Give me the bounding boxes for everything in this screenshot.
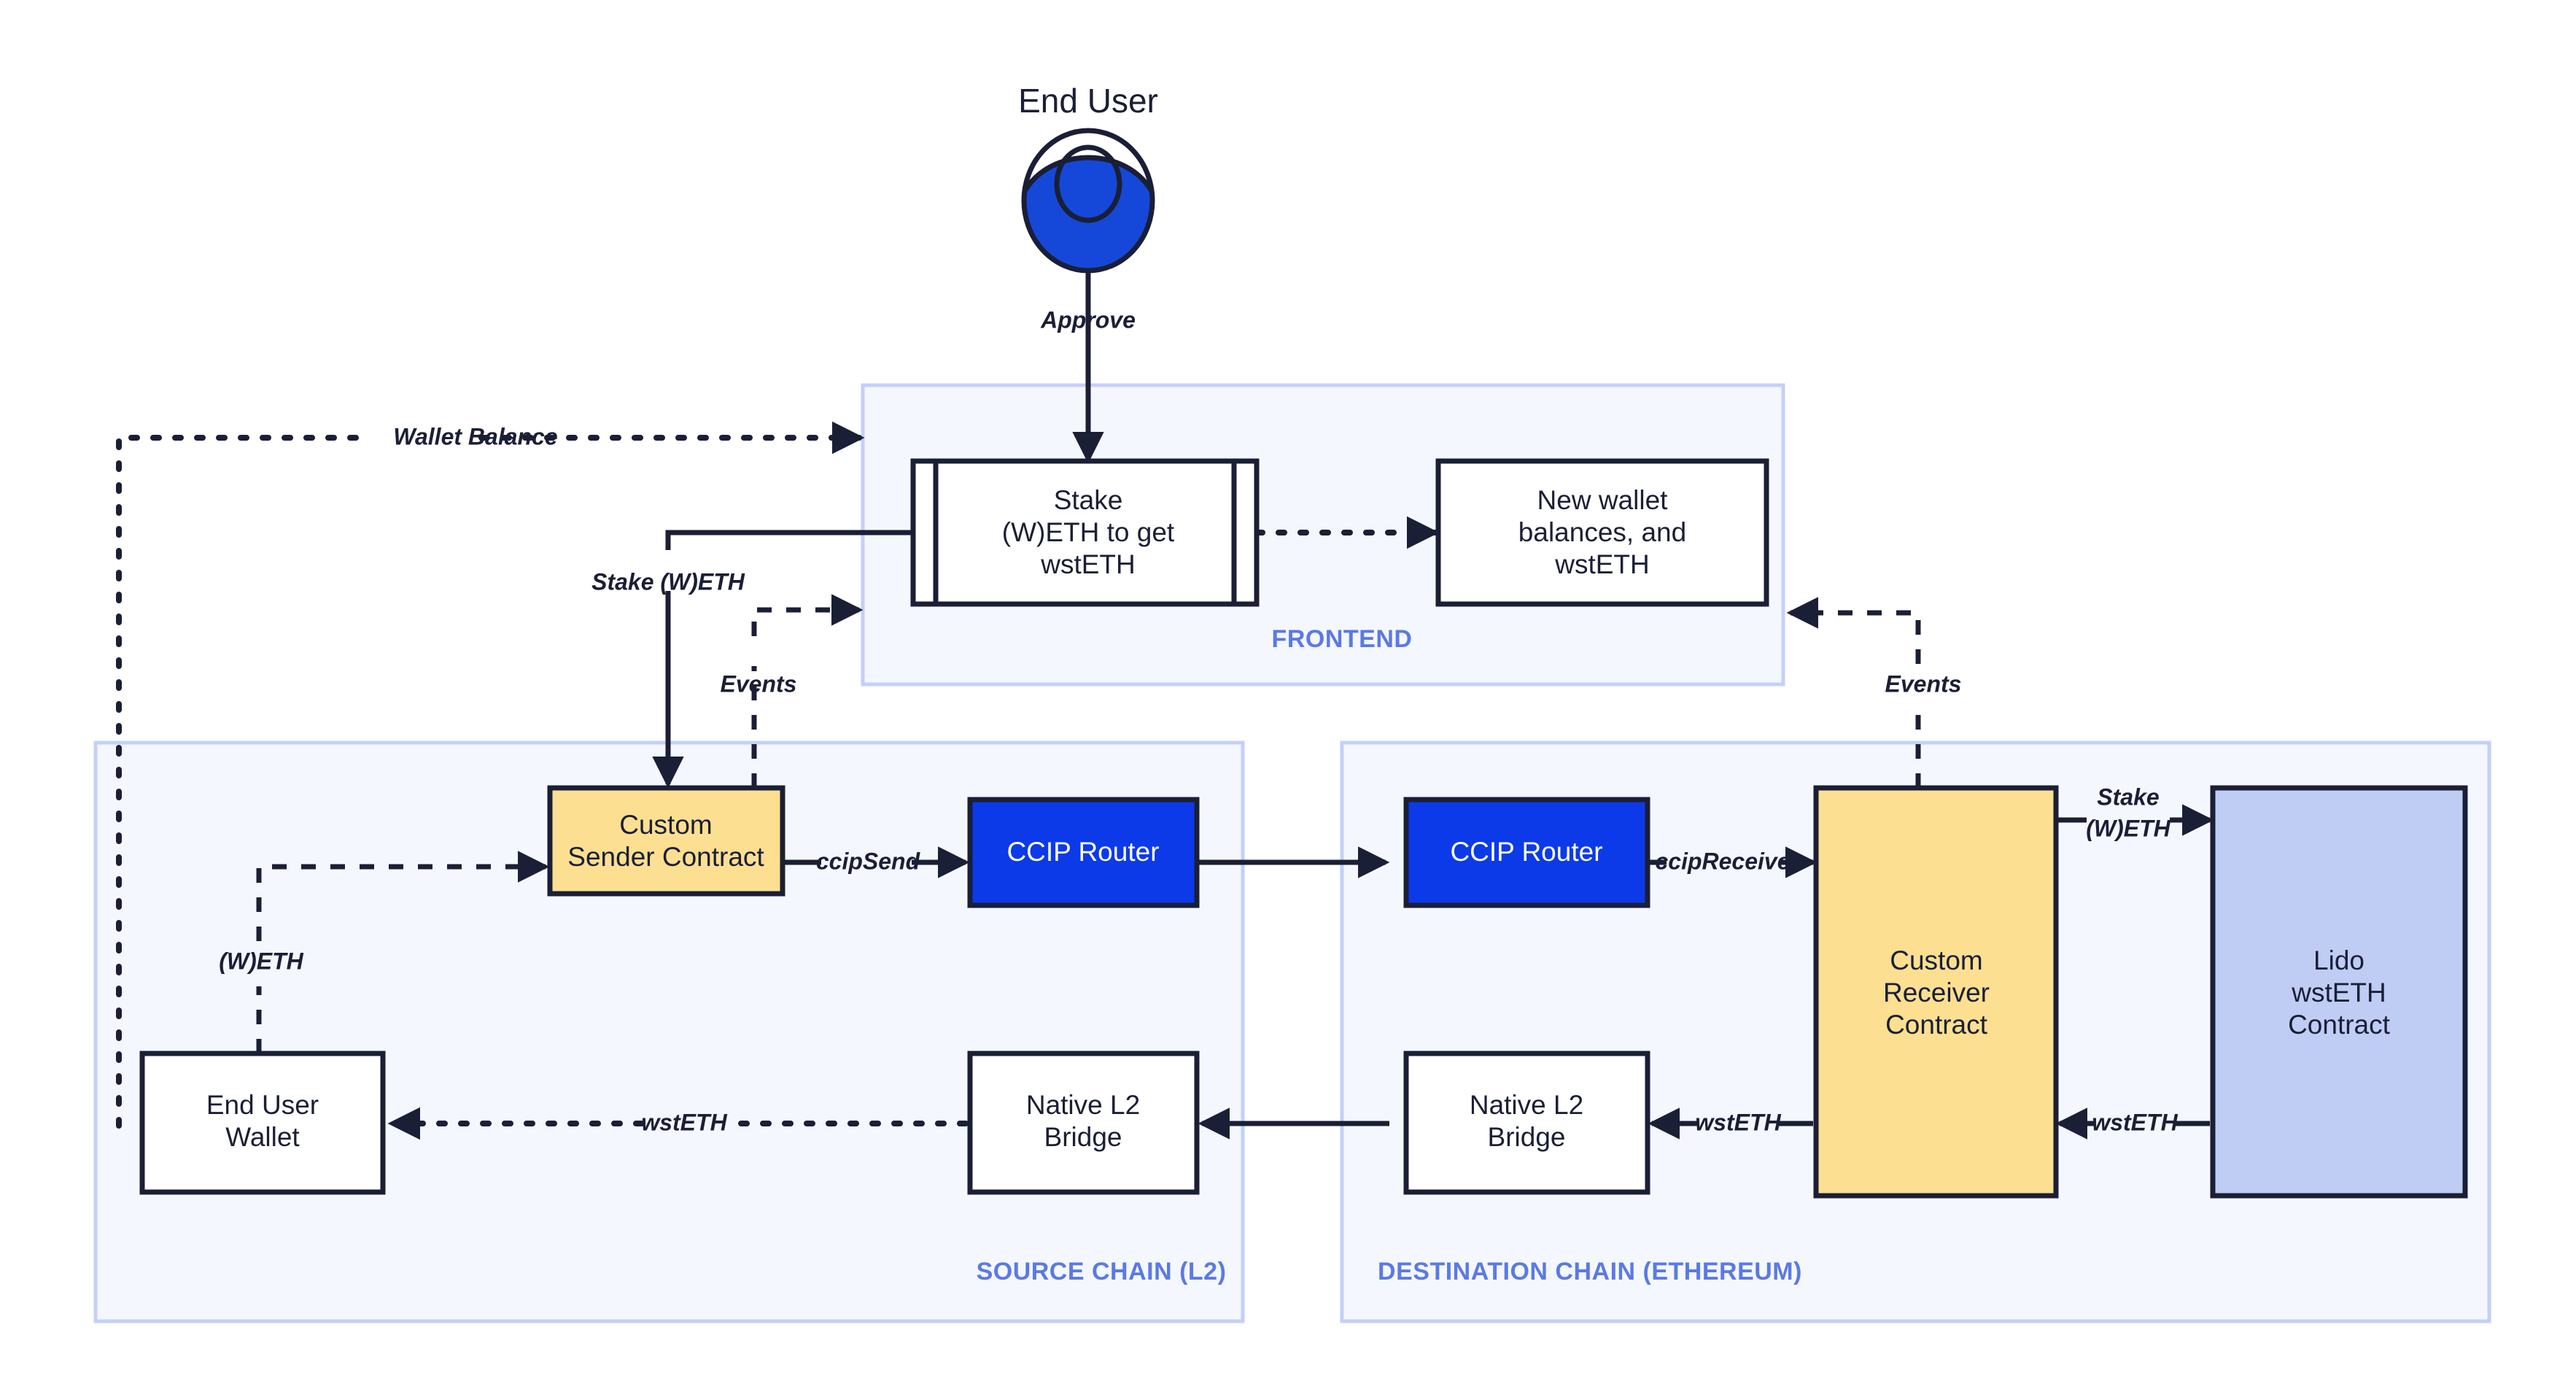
edge-approve-label: Approve: [1040, 306, 1136, 333]
edge-wsteth-to-wallet: wstETH: [387, 1107, 969, 1140]
node-custom-sender-contract[interactable]: Custom Sender Contract: [547, 785, 785, 897]
node-native-l2-bridge-destination-line1: Native L2: [1470, 1090, 1583, 1120]
node-lido-wsteth-contract[interactable]: Lido wstETH Contract: [2210, 785, 2468, 1199]
node-end-user-wallet[interactable]: End User Wallet: [139, 1051, 386, 1195]
node-native-l2-bridge-source-line2: Bridge: [1044, 1122, 1122, 1152]
edge-approve: Approve: [1040, 263, 1136, 464]
zone-frontend-label: FRONTEND: [1272, 625, 1413, 653]
node-custom-receiver-contract-rect[interactable]: [1813, 785, 2059, 1199]
edge-ccip-send-label: ccipSend: [816, 848, 921, 874]
node-custom-receiver-contract-line3: Contract: [1885, 1010, 1988, 1040]
node-new-wallet-balances-line3: wstETH: [1554, 549, 1650, 579]
edge-wallet-balance: Wallet Balance: [116, 421, 865, 1129]
node-end-user-wallet-line2: Wallet: [225, 1122, 300, 1152]
edge-stake-weth-left-label: Stake (W)ETH: [591, 568, 745, 595]
node-new-wallet-balances[interactable]: New wallet balances, and wstETH: [1435, 458, 1769, 607]
node-stake-weth-process-rect[interactable]: [910, 458, 1260, 607]
node-ccip-router-source[interactable]: CCIP Router: [967, 797, 1200, 908]
node-native-l2-bridge-source-rect[interactable]: [967, 1051, 1200, 1195]
edge-events-source-label: Events: [721, 670, 797, 697]
edge-ccip-receive-label: ccipReceive: [1655, 848, 1790, 874]
node-native-l2-bridge-destination-rect[interactable]: [1403, 1051, 1650, 1195]
node-lido-wsteth-contract-rect[interactable]: [2210, 785, 2468, 1199]
node-custom-receiver-contract[interactable]: Custom Receiver Contract: [1813, 785, 2059, 1199]
node-ccip-router-destination[interactable]: CCIP Router: [1403, 797, 1650, 908]
node-ccip-router-source-label: CCIP Router: [1006, 837, 1159, 867]
edge-weth-to-sender: (W)ETH: [219, 851, 550, 1053]
node-end-user-wallet-line1: End User: [206, 1090, 319, 1120]
edge-ccip-receive: ccipReceive: [1648, 846, 1817, 878]
node-new-wallet-balances-rect[interactable]: [1435, 458, 1769, 607]
node-stake-weth-process-line3: wstETH: [1040, 549, 1136, 579]
node-stake-weth-process-line2: (W)ETH to get: [1002, 517, 1175, 547]
node-native-l2-bridge-source[interactable]: Native L2 Bridge: [967, 1051, 1200, 1195]
node-lido-wsteth-contract-line1: Lido: [2313, 945, 2364, 975]
edge-wsteth-to-bridge-dest-label: wstETH: [1695, 1109, 1781, 1135]
node-custom-sender-contract-line1: Custom: [619, 810, 712, 840]
edge-wsteth-from-lido-label: wstETH: [2092, 1109, 2178, 1135]
node-new-wallet-balances-line2: balances, and: [1518, 517, 1686, 547]
edge-stake-weth-right: Stake (W)ETH: [2056, 784, 2214, 841]
node-custom-receiver-contract-line2: Receiver: [1883, 978, 1990, 1008]
node-ccip-router-destination-label: CCIP Router: [1450, 837, 1602, 867]
edge-events-destination-label: Events: [1885, 670, 1962, 697]
node-custom-sender-contract-rect[interactable]: [547, 785, 785, 897]
zone-destination-chain-label: DESTINATION CHAIN (ETHEREUM): [1378, 1258, 1802, 1285]
edge-wsteth-to-wallet-label: wstETH: [641, 1109, 727, 1135]
user-avatar-icon: [1021, 128, 1155, 274]
edge-stake-weth-right-label-line1: Stake: [2097, 784, 2159, 810]
actor-end-user-title: End User: [1018, 82, 1158, 120]
edge-stake-weth-left: Stake (W)ETH: [591, 530, 913, 789]
node-lido-wsteth-contract-line3: Contract: [2288, 1010, 2391, 1040]
edge-weth-to-sender-label: (W)ETH: [219, 948, 303, 974]
node-new-wallet-balances-line1: New wallet: [1537, 485, 1669, 515]
zone-source-chain-label: SOURCE CHAIN (L2): [977, 1258, 1227, 1285]
edge-stake-weth-right-label-line2: (W)ETH: [2086, 815, 2170, 841]
node-ccip-router-source-rect[interactable]: [967, 797, 1200, 908]
node-stake-weth-process[interactable]: Stake (W)ETH to get wstETH: [910, 458, 1260, 607]
node-stake-weth-process-line1: Stake: [1054, 485, 1123, 515]
node-custom-receiver-contract-line1: Custom: [1890, 945, 1982, 975]
edge-wsteth-to-bridge-dest: wstETH: [1648, 1107, 1813, 1140]
edge-wallet-balance-label: Wallet Balance: [393, 423, 557, 449]
edge-events-destination: Events: [1786, 597, 1962, 788]
node-custom-sender-contract-line2: Sender Contract: [567, 842, 764, 872]
edge-wsteth-from-lido: wstETH: [2055, 1107, 2210, 1140]
edge-events-source: Events: [721, 594, 864, 788]
node-native-l2-bridge-destination[interactable]: Native L2 Bridge: [1403, 1051, 1650, 1195]
edge-ccip-send: ccipSend: [783, 846, 970, 878]
node-native-l2-bridge-source-line1: Native L2: [1026, 1090, 1140, 1120]
node-lido-wsteth-contract-line2: wstETH: [2291, 978, 2386, 1008]
node-end-user-wallet-rect[interactable]: [139, 1051, 386, 1195]
actor-end-user: End User: [1018, 82, 1158, 274]
node-ccip-router-destination-rect[interactable]: [1403, 797, 1650, 908]
node-native-l2-bridge-destination-line2: Bridge: [1488, 1122, 1566, 1152]
